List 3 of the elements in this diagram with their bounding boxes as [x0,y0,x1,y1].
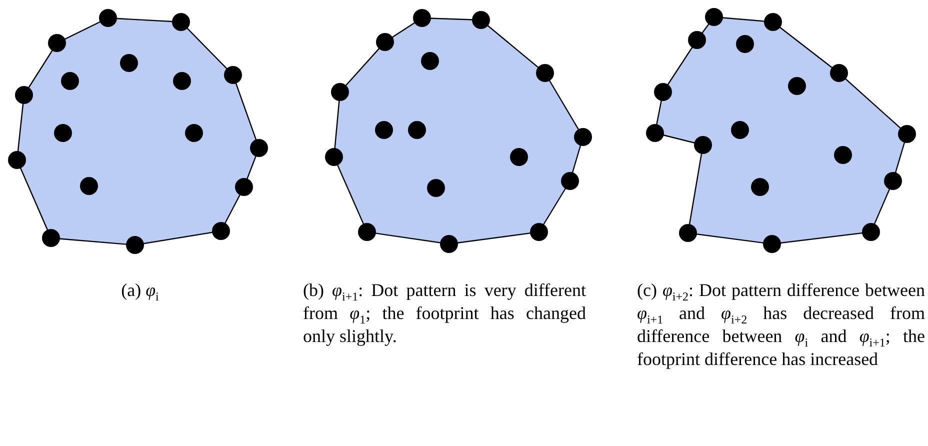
figure-caption: (b) φ$_{i+1}$: Dot pattern is very different from φ$_{1}$; the footprint has changed only slightly. [303,279,586,348]
figure-caption: (c) φ$_{i+2}$: Dot pattern difference between φ$_{i+1}$ and φ$_{i+2}$ has decreased from difference between φ$_{i}$ and φ$_{i+1}$; the footprint difference has increased [637,279,925,371]
figure-caption: (a) φ$_{i}$ [120,279,160,302]
